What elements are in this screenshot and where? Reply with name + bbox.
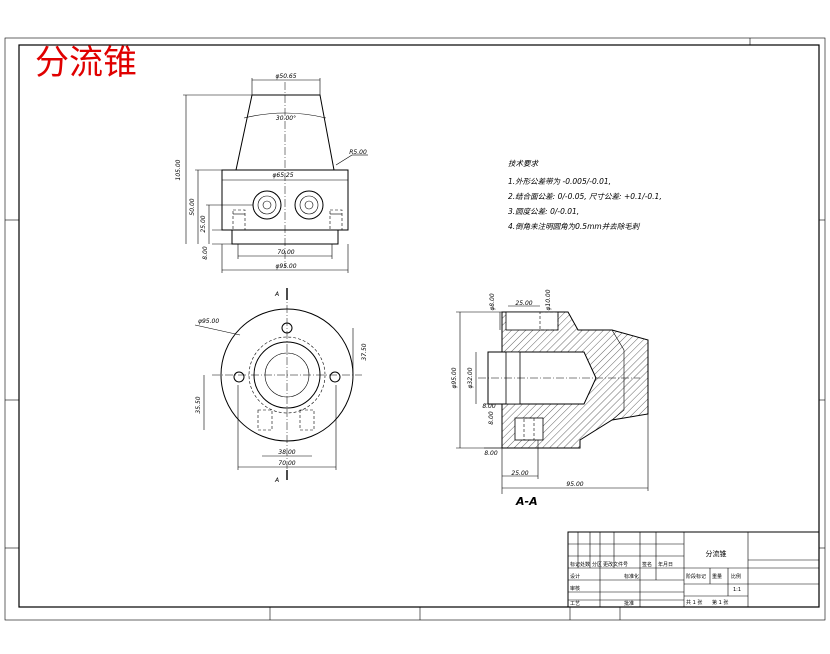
base-outline [231,229,339,245]
cone-arc [243,112,327,119]
section-view: φ8.00 25.00 φ10.00 φ95.00 φ32.00 8.00 8.… [451,289,649,508]
dim-flange-width: φ65.25 [272,172,293,179]
dim-step-b: 8.00 [488,411,495,425]
dim-total-length: 95.00 [566,481,583,488]
tb-label-sign: 签名 [642,561,652,568]
tech-note-3: 3.圆度公差: 0/-0.01, [508,207,579,216]
tech-notes-heading: 技术要求 [508,159,539,168]
tb-stage: 阶段标记 [686,573,706,580]
cone-outline [235,94,335,171]
dim-bottom-offset: 25.00 [511,470,528,477]
tb-approve: 批准 [624,600,634,607]
drawing-frame [18,44,820,608]
dim-step-a: 8.00 [482,403,496,410]
cut-marker-bottom: A [274,477,279,484]
tb-label-count: 处数 [580,561,590,568]
dim-inner-span: 38.00 [278,449,295,456]
dim-top-outer-dia: φ95.00 [198,318,219,325]
tech-note-2: 2.结合面公差: 0/-0.05, 尺寸公差: +0.1/-0.1, [508,192,662,201]
dim-base-height: 8.00 [202,246,209,260]
tb-part-name: 分流锥 [706,549,727,558]
tb-label-date: 年月日 [658,561,673,568]
dim-right-height: 37.50 [361,343,368,360]
frame-ticks [5,38,825,620]
tb-label-mark: 标记 [570,561,580,568]
dim-top-offset: 25.00 [515,300,532,307]
dim-taper-angle: 30.00° [276,115,296,122]
tb-label-zone: 分区 [592,561,602,568]
cut-marker-top: A [274,291,279,298]
dim-top-width: φ50.65 [275,73,296,80]
top-view: A A φ95.00 37.50 35.50 38.00 70.00 [194,288,368,484]
front-view: φ50.65 30.00° 105.00 50.00 25.00 8.00 φ6… [175,73,368,273]
bore-right [294,190,324,220]
dim-inner-width: 70.00 [277,249,294,256]
title-block: 标记 处数 分区 更改文件号 签名 年月日 设计 标准化 阶段标记 重量 比例 … [567,531,820,608]
tb-design: 设计 [570,573,580,580]
dim-section-outer-dia: φ95.00 [451,367,458,388]
dim-left-height: 35.50 [195,396,202,413]
tb-weight: 重量 [712,573,722,580]
dim-overall-height: 105.00 [175,159,182,180]
tb-sheet-no: 第 1 张 [712,599,728,606]
dim-d-small: φ8.00 [489,293,496,311]
tb-ratio: 比例 [731,573,741,580]
drawing-title: 分流锥 [35,43,137,83]
tb-ratio-value: 1:1 [733,587,741,593]
tech-note-1: 1.外形公差带为 -0.005/-0.01, [508,177,611,186]
dim-bottom-span: 70.00 [278,460,295,467]
tech-notes: 技术要求 1.外形公差带为 -0.005/-0.01, 2.结合面公差: 0/-… [508,159,662,231]
section-label: A-A [515,495,538,508]
bore-left [252,190,282,220]
tech-note-4: 4.倒角未注明圆角为0.5mm并去除毛刺 [508,222,641,231]
tb-sheet-total: 共 1 张 [686,599,702,606]
dim-step-c: 8.00 [484,450,498,457]
tb-label-change-doc: 更改文件号 [603,561,628,568]
dim-mid-height: 50.00 [189,198,196,215]
trim-border [4,37,826,621]
dim-bore-dia: φ32.00 [467,367,474,388]
dim-chamfer: R5.00 [349,149,367,156]
dim-hole-height: 25.00 [200,215,207,232]
dim-base-width: φ95.00 [275,263,296,270]
tb-standard: 标准化 [624,573,639,580]
dim-d-top2: φ10.00 [545,289,552,310]
tb-process: 工艺 [570,601,580,607]
tb-review: 审核 [570,585,580,592]
